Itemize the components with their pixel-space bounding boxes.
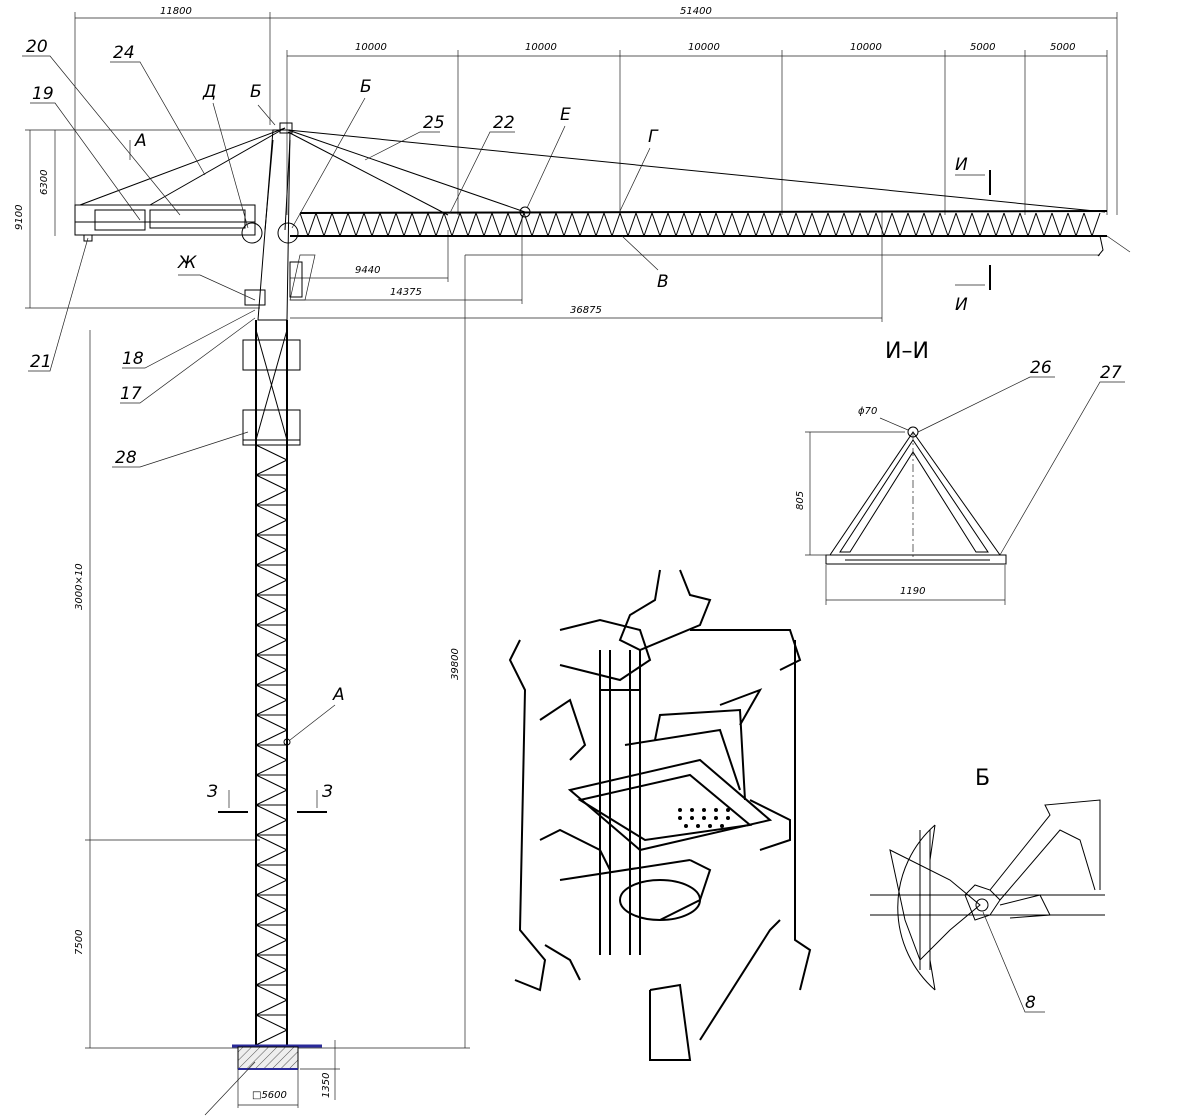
section-mark-z-left: З — [207, 782, 218, 802]
dim-mast-sections: 3000×10 — [74, 563, 85, 610]
top-dimensions: 11800 51400 10000 10000 10000 10000 5000… — [74, 6, 1118, 215]
letter-e: Е — [560, 105, 571, 125]
callout-22: 22 — [493, 113, 515, 133]
jib — [290, 210, 1131, 257]
dim-seg-3: 10000 — [688, 42, 720, 53]
dim-tower-height: 39800 — [450, 648, 461, 680]
left-dimensions: 9100 6300 3000×10 7500 39800 — [14, 129, 470, 1049]
dim-foundation-depth: 1350 — [321, 1073, 332, 1098]
perforation-hole — [678, 816, 682, 820]
dim-seg-2: 10000 — [525, 42, 557, 53]
dim-phi70: ϕ70 — [858, 406, 877, 417]
dim-36875: 36875 — [570, 305, 602, 316]
perforation-hole — [720, 824, 724, 828]
dim-9100: 9100 — [14, 205, 25, 230]
perforated-plate — [678, 808, 730, 828]
detail-b-title: Б — [975, 766, 990, 791]
callouts: 20 24 19 25 22 18 17 21 28 А Д Б Б Е Г В… — [22, 37, 669, 741]
section-marks: И И З З — [207, 155, 991, 813]
section-i-i-title: И–И — [885, 339, 929, 364]
perforation-hole — [714, 808, 718, 812]
perforation-hole — [702, 816, 706, 820]
callout-28: 28 — [115, 448, 137, 468]
callout-24: 24 — [113, 43, 135, 63]
tower — [242, 320, 301, 1046]
callout-27: 27 — [1100, 363, 1122, 383]
detail-b: Б 8 — [870, 766, 1105, 1013]
letter-v: В — [657, 272, 669, 292]
dim-seg-6: 5000 — [1050, 42, 1075, 53]
dim-9440: 9440 — [355, 265, 380, 276]
callout-26: 26 — [1030, 358, 1052, 378]
callout-17: 17 — [120, 384, 142, 404]
section-mark-i-top: И — [955, 155, 968, 175]
dim-1190: 1190 — [900, 586, 925, 597]
letter-b-1: Б — [250, 82, 262, 102]
isometric-platform-detail — [508, 569, 812, 1061]
perforation-hole — [726, 808, 730, 812]
dim-805: 805 — [795, 491, 806, 510]
tie-rods — [79, 127, 1106, 218]
dim-seg-5: 5000 — [970, 42, 995, 53]
callout-21: 21 — [30, 352, 52, 372]
counterjib — [74, 204, 256, 242]
letter-a-top: А — [134, 131, 147, 151]
perforation-hole — [708, 824, 712, 828]
perforation-hole — [690, 808, 694, 812]
perforation-hole — [684, 824, 688, 828]
foundation: □5600 1350 — [204, 1040, 340, 1116]
perforation-hole — [714, 816, 718, 820]
reach-dimensions: 9440 14375 36875 — [290, 212, 1100, 322]
letter-b-2: Б — [360, 77, 372, 97]
section-mark-z-right: З — [322, 782, 333, 802]
section-mark-i-bottom: И — [955, 295, 968, 315]
perforation-hole — [702, 808, 706, 812]
dim-jib: 51400 — [680, 6, 712, 17]
callout-18: 18 — [122, 349, 144, 369]
section-i-i: И–И 805 1190 ϕ70 26 27 — [795, 339, 1125, 605]
perforation-hole — [678, 808, 682, 812]
dim-seg-1: 10000 — [355, 42, 387, 53]
perforation-hole — [690, 816, 694, 820]
letter-zh: Ж — [177, 253, 197, 273]
dim-counterjib: 11800 — [160, 6, 192, 17]
dim-14375: 14375 — [390, 287, 422, 298]
callout-20: 20 — [26, 37, 48, 57]
perforation-hole — [696, 824, 700, 828]
letter-a-mast: А — [332, 685, 345, 705]
dim-7500: 7500 — [74, 930, 85, 955]
dim-seg-4: 10000 — [850, 42, 882, 53]
dim-foundation-size: □5600 — [252, 1090, 287, 1101]
dim-6300: 6300 — [39, 170, 50, 195]
callout-8: 8 — [1025, 993, 1036, 1013]
callout-25: 25 — [423, 113, 445, 133]
letter-d: Д — [202, 82, 216, 102]
letter-g: Г — [648, 127, 659, 147]
perforation-hole — [726, 816, 730, 820]
callout-19: 19 — [32, 84, 54, 104]
